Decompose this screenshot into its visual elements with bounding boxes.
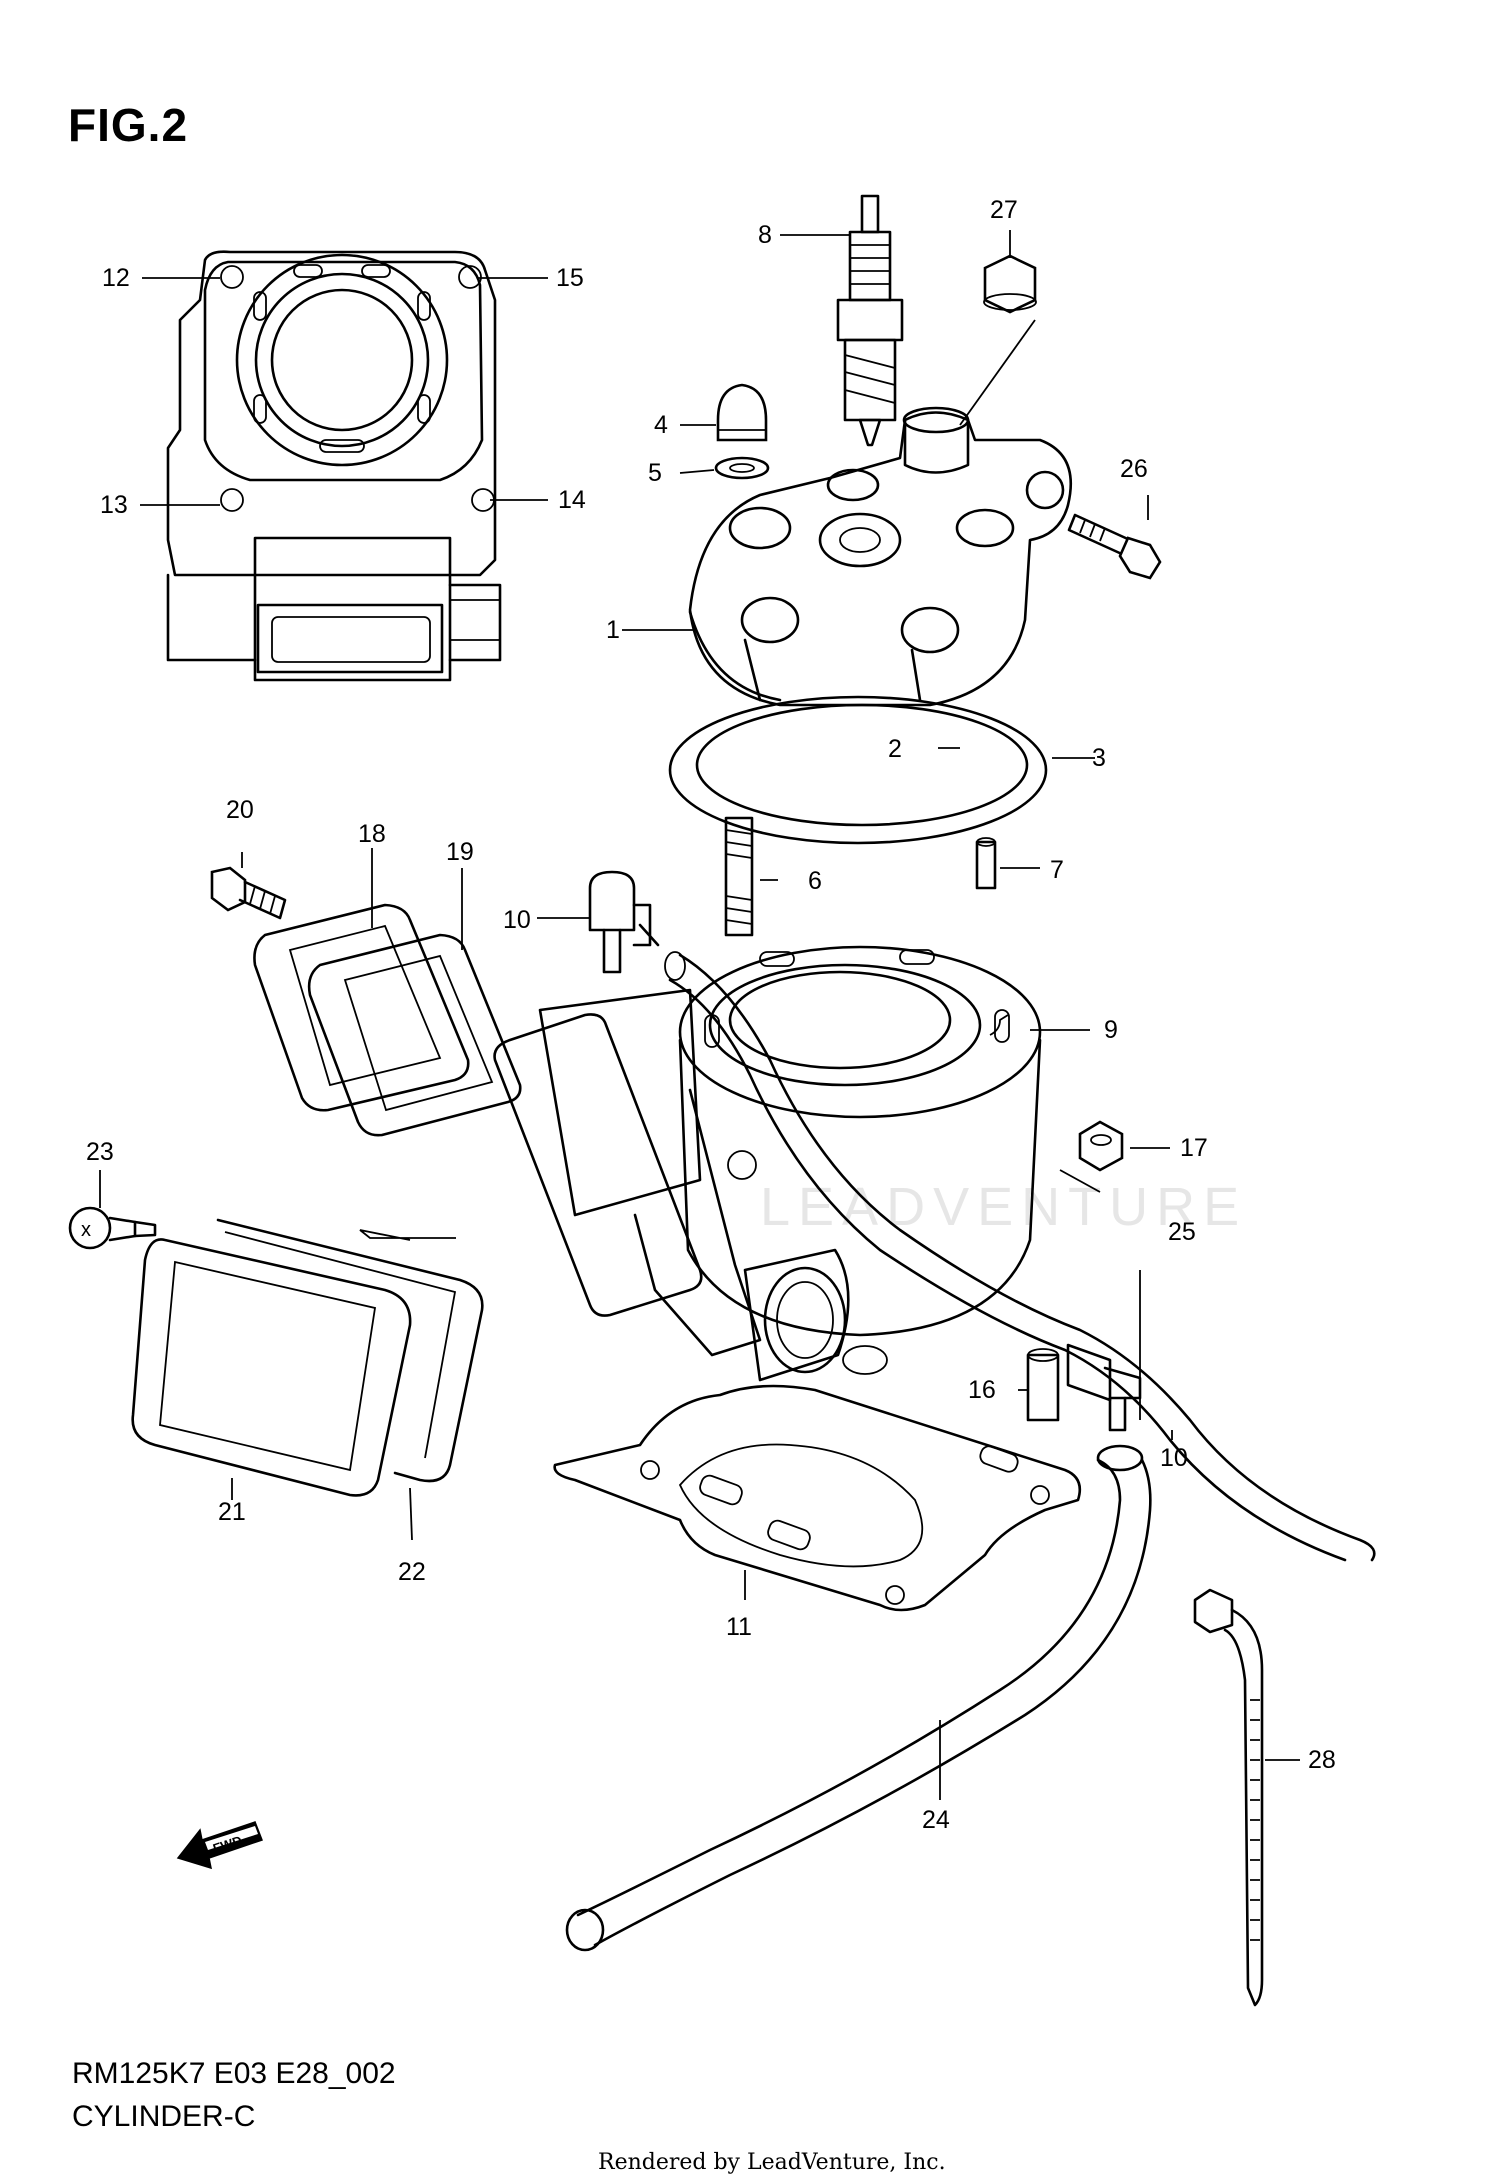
svg-text:x: x [81, 1219, 91, 1241]
diagram-code: RM125K7 E03 E28_002 [72, 2057, 396, 2090]
watermark: LEADVENTURE [760, 1177, 1247, 1237]
callout-5: 5 [648, 459, 662, 487]
callout-21: 21 [218, 1498, 246, 1526]
callout-20: 20 [226, 796, 254, 824]
cylinder-head-o-ring[interactable] [695, 703, 1029, 827]
reed-valve-gasket[interactable] [307, 933, 522, 1137]
callout-2: 2 [888, 735, 902, 763]
callout-19: 19 [446, 838, 474, 866]
leader-lines [99, 230, 1300, 1800]
callout-16: 16 [968, 1376, 996, 1404]
cylinder[interactable] [538, 945, 1042, 1382]
breather-hose-long[interactable] [664, 951, 1376, 1562]
cable-tie[interactable] [1193, 1588, 1264, 2007]
callout-17: 17 [1180, 1134, 1208, 1162]
callout-13: 13 [100, 491, 128, 519]
collar[interactable] [1026, 1348, 1060, 1422]
cylinder-top-view[interactable] [166, 250, 502, 682]
callout-14: 14 [558, 486, 586, 514]
figure-title: FIG.2 [68, 99, 189, 151]
nipple-upper[interactable] [588, 870, 660, 974]
callout-25: 25 [1168, 1218, 1196, 1246]
exhaust-nut[interactable] [1059, 1120, 1124, 1193]
cylinder-side-gasket[interactable] [493, 1013, 703, 1317]
callout-10-lower: 10 [1160, 1444, 1188, 1472]
forward-arrow-icon: FWD [176, 1821, 263, 1870]
cylinder-head-nut[interactable] [959, 254, 1037, 426]
callout-18: 18 [358, 820, 386, 848]
diagram-name: CYLINDER-C [72, 2100, 256, 2133]
cylinder-head[interactable] [688, 406, 1073, 707]
callout-15: 15 [556, 264, 584, 292]
callout-9: 9 [1104, 1016, 1118, 1044]
callout-labels: 1 2 3 4 5 6 7 8 9 10 10 11 12 13 14 15 1… [86, 196, 1336, 1834]
callout-26: 26 [1120, 455, 1148, 483]
washer[interactable] [714, 456, 770, 480]
reed-bolt[interactable] [210, 866, 287, 920]
callout-12: 12 [102, 264, 130, 292]
callout-4: 4 [654, 411, 668, 439]
intake-gasket[interactable] [253, 903, 470, 1112]
exhaust-valve-cover[interactable] [131, 1238, 412, 1497]
callout-22: 22 [398, 1558, 426, 1586]
callout-11: 11 [726, 1613, 752, 1641]
drain-hose[interactable] [565, 1444, 1152, 1952]
callout-1: 1 [606, 616, 620, 644]
spark-plug[interactable] [836, 194, 904, 447]
callout-3: 3 [1092, 744, 1106, 772]
callout-28: 28 [1308, 1746, 1336, 1774]
callout-10-upper: 10 [503, 906, 531, 934]
rendered-by-credit: Rendered by LeadVenture, Inc. [598, 2150, 946, 2175]
cover-gasket[interactable] [216, 1218, 484, 1483]
stud-bolt[interactable] [724, 816, 754, 937]
callout-7: 7 [1050, 856, 1064, 884]
head-bolt[interactable] [1067, 513, 1162, 580]
cap-nut[interactable] [716, 383, 768, 442]
callout-8: 8 [758, 221, 772, 249]
callout-23: 23 [86, 1138, 114, 1166]
cover-bolt[interactable]: x [68, 1206, 157, 1250]
callout-24: 24 [922, 1806, 950, 1834]
dowel-pin[interactable] [975, 837, 997, 890]
cylinder-base-gasket[interactable] [553, 1384, 1082, 1612]
callout-6: 6 [808, 867, 822, 895]
cylinder-head-gasket[interactable] [668, 695, 1048, 845]
callout-27: 27 [990, 196, 1018, 224]
